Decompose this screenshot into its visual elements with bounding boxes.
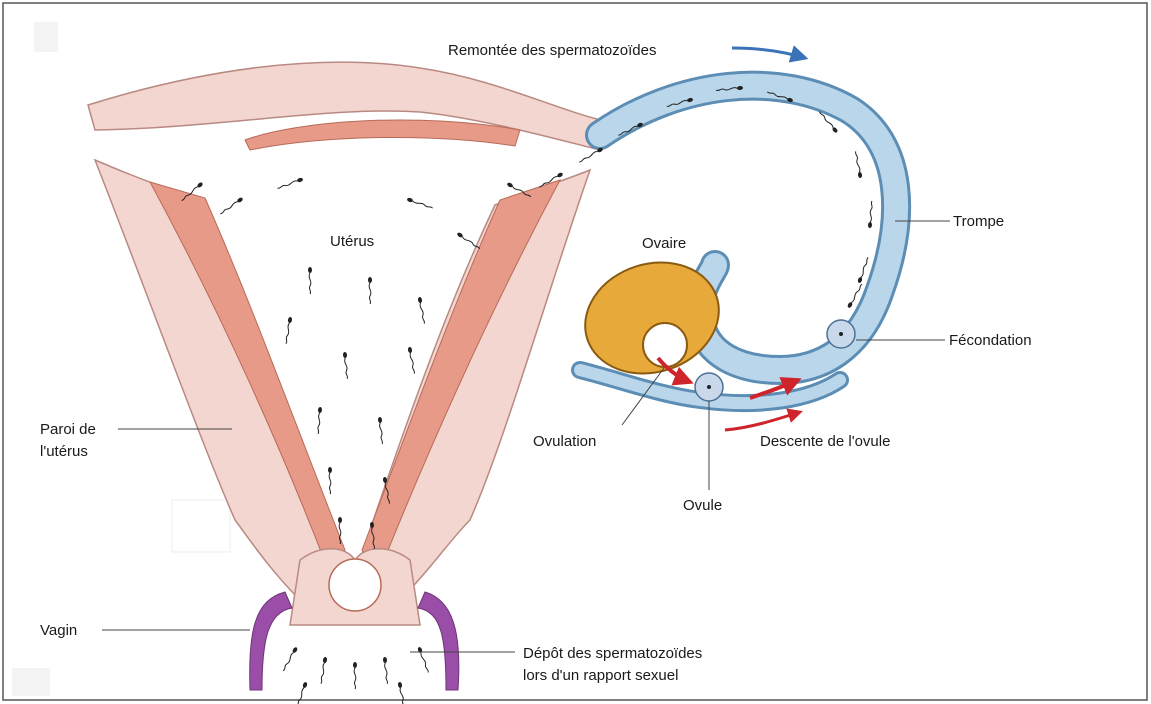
label-depot-1: Dépôt des spermatozoïdes [523,645,702,662]
corner-patch-bottom [12,668,50,696]
ovarian-follicle [643,323,687,367]
label-descente: Descente de l'ovule [760,433,890,450]
blank-patch [172,500,230,552]
label-trompe: Trompe [953,213,1004,230]
label-ovule: Ovule [683,497,722,514]
corner-patch-top [34,22,58,52]
label-paroi-1: Paroi de [40,421,96,438]
label-paroi-2: l'utérus [40,443,88,460]
label-vagin: Vagin [40,622,77,639]
label-uterus: Utérus [330,233,374,250]
label-fecondation: Fécondation [949,332,1032,349]
cervical-canal [329,559,381,611]
label-remontee: Remontée des spermatozoïdes [448,42,656,59]
label-ovulation: Ovulation [533,433,596,450]
ovule-nucleus [707,385,711,389]
label-depot-2: lors d'un rapport sexuel [523,667,678,684]
label-ovaire: Ovaire [642,235,686,252]
fertilized-egg-nucleus [839,332,843,336]
